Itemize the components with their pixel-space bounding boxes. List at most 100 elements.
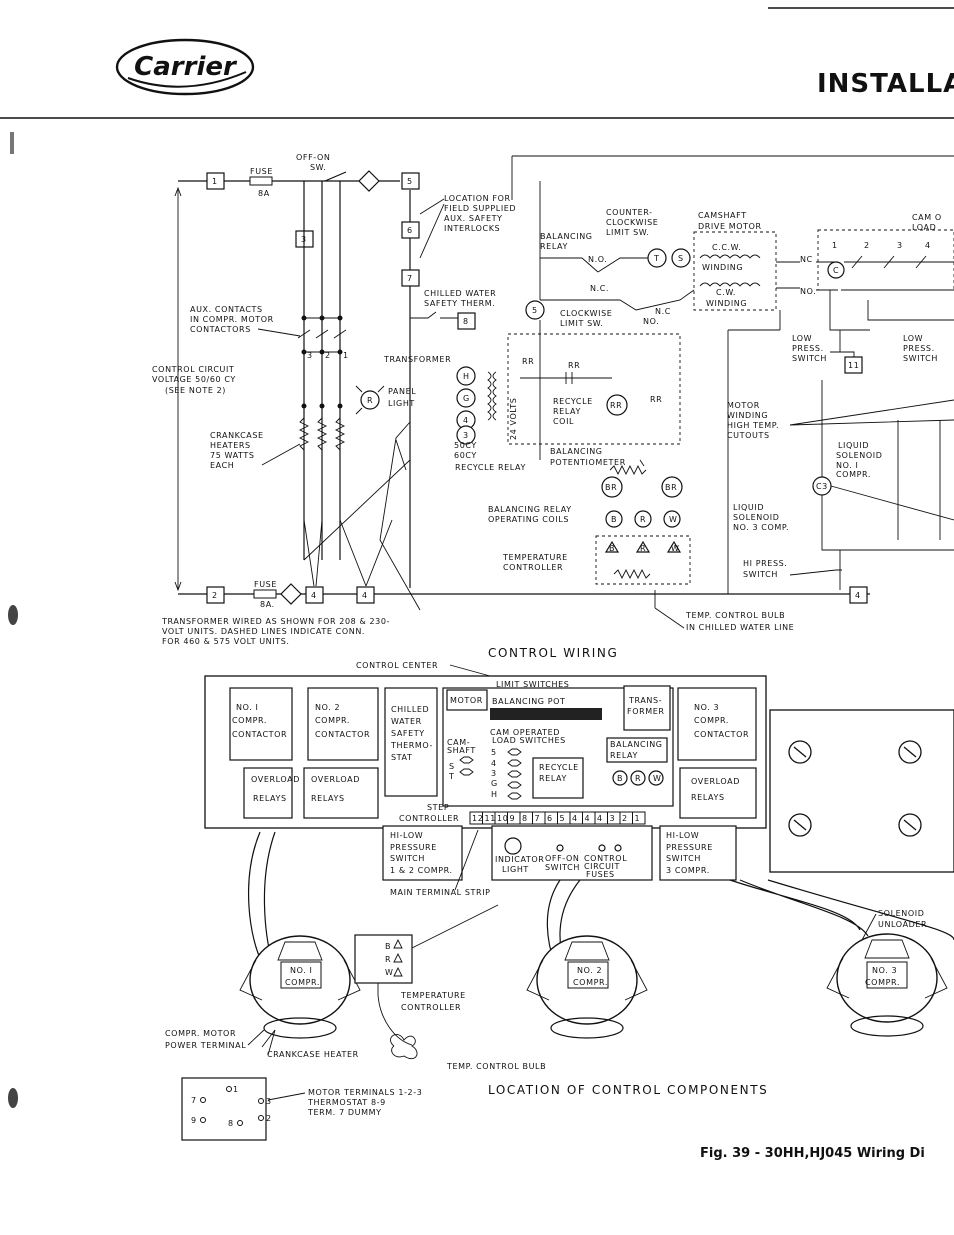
balancing-pot-line2: POTENTIOMETER <box>550 458 626 467</box>
tc-letter-w: W <box>671 544 680 553</box>
counter-clockwise-line3: LIMIT SW. <box>606 228 650 237</box>
no3-compr-line1: NO. 3 <box>872 966 897 975</box>
control-circuit-line1: CONTROL CIRCUIT <box>152 365 234 374</box>
hilow12-line4: 1 & 2 COMPR. <box>390 866 453 875</box>
no1-compr-line1: NO. I <box>290 966 312 975</box>
cc-fuses-line1: CONTROL <box>584 854 627 863</box>
strip-number: 2 <box>622 814 628 823</box>
left-margin-mark <box>10 132 14 154</box>
term-num-8: 8 <box>228 1119 234 1128</box>
liquid-sol1-line3: NO. I <box>836 461 858 470</box>
terminal-1: 1 <box>212 177 218 186</box>
strip-number: 1 <box>635 814 641 823</box>
strip-number: 12 <box>472 814 483 823</box>
cw-thermostat-line5: STAT <box>391 753 412 762</box>
section-title: INSTALLA <box>817 69 954 99</box>
no3-contactor-line1: NO. 3 <box>694 703 719 712</box>
gauge-icons <box>788 740 922 837</box>
cam-operated-line2: LOAD SWITCHES <box>492 736 566 745</box>
cam-letter-4: 4 <box>491 759 497 768</box>
temp-controller-resistor-icon <box>613 568 651 580</box>
recycle-relay-coil-icon: RR <box>610 401 622 410</box>
recycle-relay-label: RECYCLE RELAY <box>455 463 526 472</box>
strip-number: 5 <box>560 814 566 823</box>
strip-number: 4 <box>597 814 603 823</box>
overload-relays-2-line2: RELAYS <box>311 794 345 803</box>
overload-relays-1-line2: RELAYS <box>253 794 287 803</box>
balancing-relay-line2: RELAY <box>540 242 568 251</box>
nc-no-1: N.O. <box>588 255 607 264</box>
hi-press-line2: SWITCH <box>743 570 778 579</box>
nc-no-4: NO. <box>643 317 659 326</box>
hilow12-line2: PRESSURE <box>390 843 437 852</box>
cam-letter-h: H <box>491 790 498 799</box>
tc-letter-r: R <box>640 544 646 553</box>
component-layout: CONTROL CENTER NO. I COMPR. CONTACTOR NO… <box>165 661 954 1141</box>
tc-letter-r2: R <box>385 955 391 964</box>
balancing-relay-box-line1: BALANCING <box>610 740 663 749</box>
binder-hole-1 <box>8 605 18 625</box>
term-num-1: 1 <box>233 1085 239 1094</box>
cam-load-line1: CAM O <box>912 213 942 222</box>
br-coils-line1: BALANCING RELAY <box>488 505 572 514</box>
terminal-5: 5 <box>407 177 413 186</box>
tc-letter-b: B <box>609 544 615 553</box>
low-press-2-line3: SWITCH <box>903 354 938 363</box>
indicator-light-icon <box>504 837 522 855</box>
liquid-sol3-line3: NO. 3 COMP. <box>733 523 789 532</box>
temperature-controller-line2: CONTROLLER <box>401 1003 461 1012</box>
contact-number-1: 1 <box>343 351 349 360</box>
motor-winding-line3: HIGH TEMP. <box>727 421 779 430</box>
control-circuit-line2: VOLTAGE 50/60 CY <box>152 375 236 384</box>
crankcase-heaters-line4: EACH <box>210 461 234 470</box>
transformer-box-line1: TRANS- <box>628 696 662 705</box>
overload-relays-2-line1: OVERLOAD <box>311 775 360 784</box>
cw-thermostat-line1: CHILLED <box>391 705 429 714</box>
terminal-8: 8 <box>463 317 469 326</box>
no2-contactor-line3: CONTACTOR <box>315 730 370 739</box>
cw-thermostat-line2: WATER <box>391 717 422 726</box>
liquid-sol1-line4: COMPR. <box>836 470 871 479</box>
no2-compr-line2: COMPR. <box>573 978 608 987</box>
crankcase-heater-label: CRANKCASE HEATER <box>267 1050 359 1059</box>
nc-no-3: N.C <box>655 307 671 316</box>
terminal-7: 7 <box>407 274 413 283</box>
carrier-logo: Carrier <box>115 38 255 96</box>
temp-control-bulb-label: TEMP. CONTROL BULB <box>446 1062 546 1071</box>
balancing-relay-box-line2: RELAY <box>610 751 638 760</box>
binder-hole-2 <box>8 1088 18 1108</box>
chilled-water-therm-line2: SAFETY THERM. <box>424 299 495 308</box>
strip-number: 4 <box>585 814 591 823</box>
fuse-bottom-rating: 8A. <box>260 600 275 609</box>
temp-bulb-line1: TEMP. CONTROL BULB <box>685 611 785 620</box>
clockwise-limit-line2: LIMIT SW. <box>560 319 604 328</box>
motor-winding-line1: MOTOR <box>727 401 760 410</box>
tc-letter-w2: W <box>385 968 394 977</box>
no2-contactor-line2: COMPR. <box>315 716 350 725</box>
compressor-2-icon <box>526 935 648 1039</box>
strip-number: 10 <box>497 814 508 823</box>
liquid-sol3-line1: LIQUID <box>733 503 764 512</box>
cam-num-4: 4 <box>925 241 931 250</box>
control-circuit-line3: (SEE NOTE 2) <box>165 386 226 395</box>
temperature-controller-icon <box>354 934 413 984</box>
liquid-sol1-line2: SOLENOID <box>836 451 883 460</box>
cam-num-2: 2 <box>864 241 870 250</box>
balancing-pot-label: BALANCING POT <box>492 697 566 706</box>
transformer-box-line2: FORMER <box>627 707 665 716</box>
aux-contacts-line2: IN COMPR. MOTOR <box>190 315 274 324</box>
compr-motor-power-line2: POWER TERMINAL <box>165 1041 246 1050</box>
strip-number: 3 <box>610 814 616 823</box>
control-center-label: CONTROL CENTER <box>356 661 438 670</box>
temp-bulb-coil-icon <box>390 1034 418 1060</box>
compressor-1-icon <box>239 935 361 1039</box>
crankcase-heater-icon-3 <box>334 417 346 451</box>
cam-letter-s: S <box>449 762 455 771</box>
hilow3-line4: 3 COMPR. <box>666 866 710 875</box>
step-controller-line2: CONTROLLER <box>399 814 459 823</box>
rr-label-3: RR <box>650 395 662 404</box>
junction-diamond-bottom <box>280 583 302 605</box>
solenoid-unloader-line2: UNLOADER <box>878 920 927 929</box>
motor-terminal-block <box>181 1077 267 1141</box>
motor-terminals-line3: TERM. 7 DUMMY <box>307 1108 382 1117</box>
